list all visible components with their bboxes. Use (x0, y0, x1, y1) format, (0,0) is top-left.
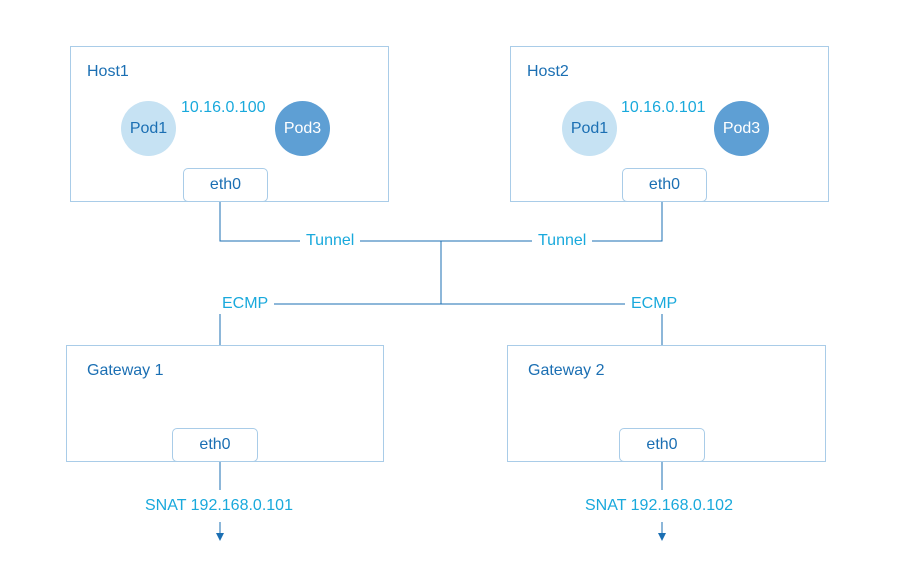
host1-title: Host1 (87, 63, 129, 80)
host2-pod1: Pod1 (562, 101, 617, 156)
gateway1-title: Gateway 1 (87, 362, 164, 379)
host2-eth0-label: eth0 (648, 176, 681, 193)
host1-pod-ip: 10.16.0.100 (181, 99, 266, 116)
host1-pod3-label: Pod3 (283, 120, 322, 137)
host2-pod1-label: Pod1 (570, 120, 609, 137)
gateway2-ecmp-label: ECMP (625, 294, 684, 314)
gateway2-title: Gateway 2 (528, 362, 605, 379)
host2-title: Host2 (527, 63, 569, 80)
ecmp-link (219, 303, 663, 345)
host2-tunnel-label: Tunnel (532, 231, 593, 251)
host1-eth0: eth0 (183, 168, 268, 202)
gateway2-eth0-label: eth0 (646, 436, 678, 453)
gateway1-eth0: eth0 (172, 428, 258, 462)
gateway1-ecmp-label: ECMP (216, 294, 275, 314)
gateway2-eth0: eth0 (619, 428, 705, 462)
host2-pod3: Pod3 (714, 101, 769, 156)
gateway1-eth0-label: eth0 (199, 436, 231, 453)
gateway1-snat-label: SNAT 192.168.0.101 (145, 496, 293, 516)
host1-tunnel-label: Tunnel (300, 231, 361, 251)
host2-pod3-label: Pod3 (722, 120, 761, 137)
host1-pod1-label: Pod1 (129, 120, 168, 137)
gateway2-snat-label: SNAT 192.168.0.102 (585, 496, 733, 516)
host1-pod1: Pod1 (121, 101, 176, 156)
host2-tunnel-link (441, 202, 663, 242)
host2-eth0: eth0 (622, 168, 707, 202)
host2-pod-ip: 10.16.0.101 (621, 99, 706, 116)
host1-eth0-label: eth0 (209, 176, 242, 193)
host1-tunnel-link (219, 202, 441, 242)
host1-pod3: Pod3 (275, 101, 330, 156)
